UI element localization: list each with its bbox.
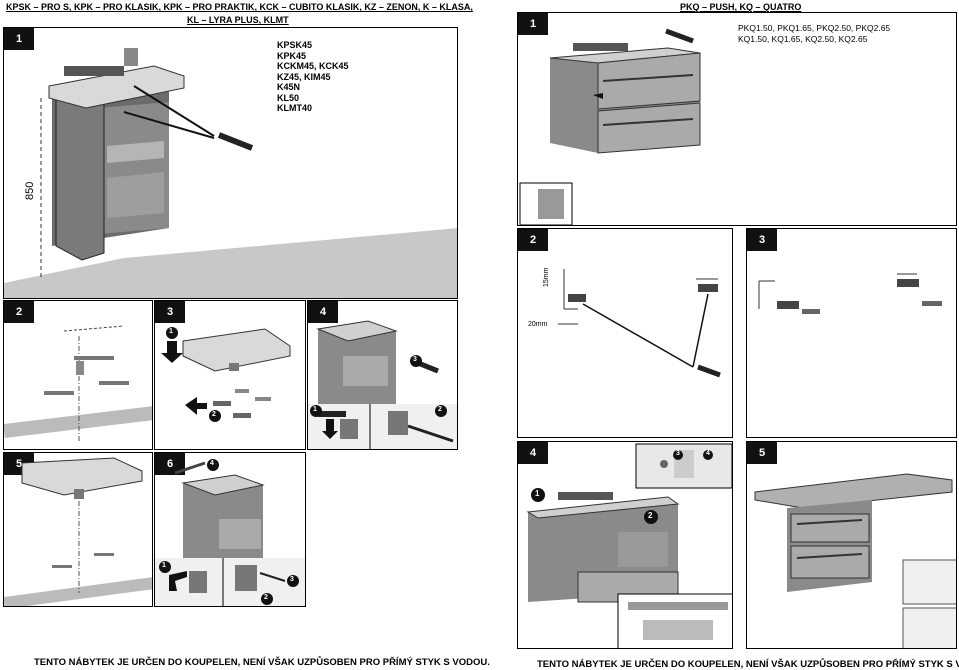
cabinet-silicone-illustration [155, 459, 305, 606]
height-dimension-label: 850 [24, 181, 36, 200]
right-panel-4: 4 1 2 3 4 [517, 441, 733, 649]
step-badge: 5 [747, 442, 777, 464]
left-panel-6: 6 4 1 2 3 [154, 452, 306, 607]
step-badge: 1 [518, 13, 548, 35]
step-number: 1 [313, 406, 317, 413]
right-panel-3: 3 [746, 228, 957, 438]
step-badge: 6 [155, 453, 185, 475]
right-panel-2: 2 15mm 20mm [517, 228, 733, 438]
step-number: 2 [438, 406, 442, 413]
step-badge: 1 [4, 28, 34, 50]
left-header-line1: KPSK – PRO S, KPK – PRO KLASIK, KPK – PR… [6, 2, 473, 12]
step-number: 4 [706, 450, 710, 457]
right-footer-note: TENTO NÁBYTEK JE URČEN DO KOUPELEN, NENÍ… [537, 659, 959, 670]
model-item: KPK45 [277, 50, 307, 61]
step-badge: 3 [155, 301, 185, 323]
basin-wall-illustration [4, 457, 152, 606]
step-number: 1 [169, 328, 173, 335]
step-number: 3 [413, 356, 417, 363]
right-panel-1: 1 PKQ1.50, PKQ1.65, PKQ2.50, PKQ2.65 KQ1… [517, 12, 957, 226]
left-panel-1: 1 850 KPSK45 KPK45 KCKM45, KCK45 KZ45, K… [3, 27, 458, 299]
model-item: KZ45, KIM45 [277, 71, 331, 82]
step-number: 1 [162, 562, 166, 569]
rail-mounting-illustration [558, 269, 721, 378]
model-list: PKQ1.50, PKQ1.65, PKQ2.50, PKQ2.65 KQ1.5… [738, 23, 890, 44]
vertical-dimension-label: 15mm [543, 267, 550, 287]
step-number: 1 [535, 489, 540, 498]
left-header-line2: KL – LYRA PLUS, KLMT [187, 15, 289, 25]
left-panel-2: 2 [3, 300, 153, 450]
wall-hanging-illustration [308, 320, 457, 449]
step-badge: 2 [4, 301, 34, 323]
basin-mounting-illustration [161, 327, 291, 422]
step-number: 2 [264, 594, 268, 601]
step-number: 2 [212, 411, 216, 418]
left-panel-4: 4 3 1 2 [307, 300, 458, 450]
left-panel-5: 5 [3, 452, 153, 607]
step-badge: 2 [518, 229, 548, 251]
step-number: 3 [676, 450, 680, 457]
rail-screwing-illustration [758, 273, 942, 314]
model-item: K45N [277, 82, 301, 92]
horizontal-dimension-label: 20mm [528, 321, 548, 328]
left-footer-note: TENTO NÁBYTEK JE URČEN DO KOUPELEN, NENÍ… [34, 657, 490, 668]
countertop-install-illustration [754, 473, 956, 648]
step-badge: 3 [747, 229, 777, 251]
step-number: 3 [290, 576, 294, 583]
step-number: 4 [210, 460, 214, 467]
model-item: KPSK45 [277, 40, 313, 50]
wall-drilling-illustration [4, 325, 152, 441]
drawer-cabinet-illustration [519, 28, 701, 225]
model-item: KL50 [277, 92, 300, 103]
model-item: KCKM45, KCK45 [277, 61, 349, 71]
model-item: PKQ1.50, PKQ1.65, PKQ2.50, PKQ2.65 [738, 23, 891, 33]
vanity-unit-illustration [4, 48, 457, 298]
model-item: KQ1.50, KQ1.65, KQ2.50, KQ2.65 [738, 33, 868, 44]
model-list: KPSK45 KPK45 KCKM45, KCK45 KZ45, KIM45 K… [277, 40, 349, 114]
model-item: KLMT40 [277, 103, 313, 113]
step-badge: 4 [518, 442, 548, 464]
step-badge: 4 [308, 301, 338, 323]
step-number: 2 [648, 511, 653, 520]
left-panel-3: 3 1 2 [154, 300, 306, 450]
right-header: PKQ – PUSH, KQ – QUATRO [680, 2, 802, 12]
right-panel-5: 5 [746, 441, 957, 649]
drawer-install-illustration [526, 443, 732, 648]
